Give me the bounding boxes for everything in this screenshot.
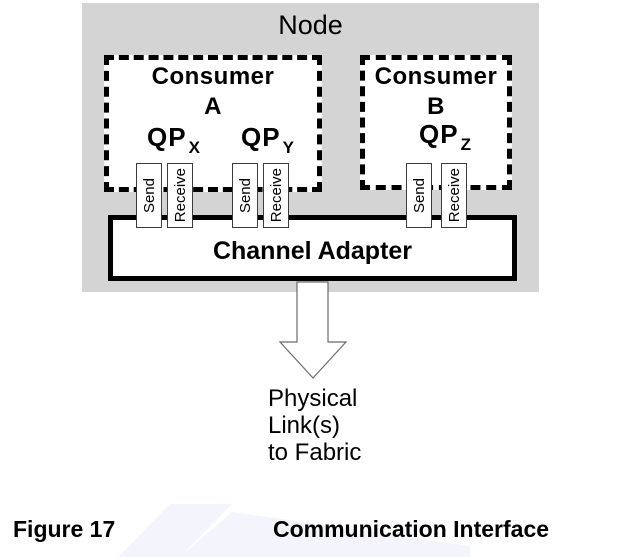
- qp-z-send-queue: Send: [406, 163, 432, 228]
- figure-number-label: Figure 17: [13, 516, 116, 542]
- qp-x-receive-queue: Receive: [167, 163, 193, 228]
- channel-adapter-box: Channel Adapter: [108, 215, 517, 281]
- consumer-b-title-line1: Consumer: [374, 63, 498, 90]
- qp-x-subscript: X: [188, 138, 201, 157]
- node-label: Node: [278, 10, 343, 40]
- physical-link-line2: Link(s): [268, 412, 341, 439]
- qp-y-base: QP: [241, 122, 281, 152]
- qp-x-base: QP: [147, 122, 187, 152]
- qp-z-subscript: Z: [460, 135, 472, 154]
- qp-z-receive-queue: Receive: [441, 163, 467, 228]
- qp-x-send-label: Send: [140, 177, 158, 214]
- consumer-b-title: Consumer B: [365, 60, 507, 122]
- qp-y-send-queue: Send: [232, 163, 258, 228]
- consumer-b-box: Consumer B: [360, 55, 512, 190]
- qp-y-subscript: Y: [282, 138, 295, 157]
- qp-x-send-queue: Send: [136, 163, 162, 228]
- qp-z-send-label: Send: [410, 177, 428, 214]
- consumer-a-title-line2: A: [204, 93, 222, 120]
- physical-link-line3: to Fabric: [268, 439, 362, 466]
- qp-y-receive-label: Receive: [267, 168, 285, 223]
- qp-y-send-label: Send: [236, 177, 254, 214]
- qp-z-receive-label: Receive: [445, 168, 463, 223]
- down-arrow-icon: [278, 281, 348, 379]
- channel-adapter-label: Channel Adapter: [212, 237, 413, 265]
- figure-title-label: Communication Interface: [273, 516, 550, 542]
- physical-link-label: Physical Link(s) to Fabric: [268, 385, 361, 466]
- consumer-a-title-line1: Consumer: [151, 63, 275, 90]
- consumer-b-title-line2: B: [427, 93, 445, 120]
- qp-y-receive-queue: Receive: [263, 163, 289, 228]
- qp-z-base: QP: [419, 119, 459, 149]
- consumer-a-title: Consumer A: [109, 60, 317, 122]
- physical-link-line1: Physical: [268, 385, 358, 412]
- qp-x-receive-label: Receive: [171, 168, 189, 223]
